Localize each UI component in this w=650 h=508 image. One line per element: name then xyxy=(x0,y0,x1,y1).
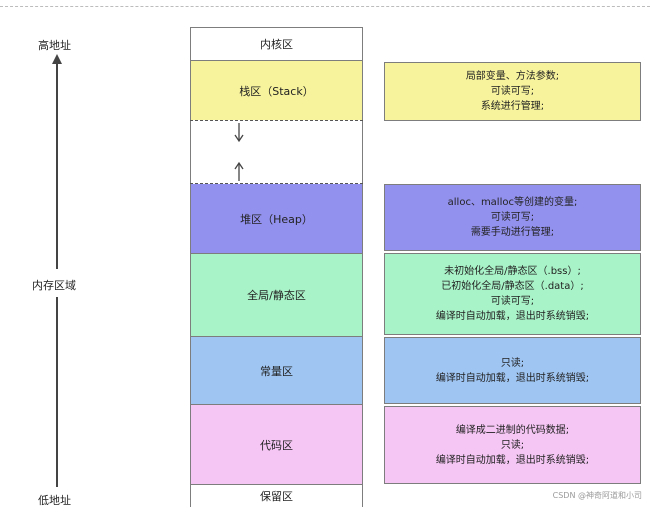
desc-line: 未初始化全局/静态区（.bss）; xyxy=(444,266,581,277)
segment-kernel: 内核区 xyxy=(190,27,363,60)
desc-line: 系统进行管理; xyxy=(480,101,545,112)
segment-stack: 栈区（Stack） xyxy=(190,60,363,120)
axis-label-low: 低地址 xyxy=(38,494,71,507)
heap-top-dashed-line xyxy=(190,183,363,184)
desc-line: 可读可写; xyxy=(490,86,535,97)
segment-constant: 常量区 xyxy=(190,336,363,404)
desc-constant: 只读; 编译时自动加载，退出时系统销毁; xyxy=(384,337,641,404)
desc-global: 未初始化全局/静态区（.bss）; 已初始化全局/静态区（.data）; 可读可写;… xyxy=(384,253,641,335)
segment-kernel-label: 内核区 xyxy=(260,38,293,51)
segment-reserved-label: 保留区 xyxy=(260,490,293,503)
desc-line: 编译时自动加载，退出时系统销毁; xyxy=(435,454,590,466)
segment-heap-label: 堆区（Heap） xyxy=(240,212,313,226)
axis-arrow-up-icon xyxy=(52,54,62,64)
axis-line-lower xyxy=(56,297,58,487)
segment-code-label: 代码区 xyxy=(260,438,293,452)
desc-line: 可读可写; xyxy=(490,296,535,307)
arrow-up-icon xyxy=(234,161,244,181)
axis-label-middle: 内存区域 xyxy=(32,279,76,292)
segment-code: 代码区 xyxy=(190,404,363,484)
axis-label-high: 高地址 xyxy=(38,39,71,52)
desc-line: alloc、malloc等创建的变量; xyxy=(447,197,578,208)
desc-line: 只读; xyxy=(500,439,525,451)
desc-line: 编译成二进制的代码数据; xyxy=(455,424,570,436)
segment-global: 全局/静态区 xyxy=(190,253,363,336)
desc-stack: 局部变量、方法参数; 可读可写; 系统进行管理; xyxy=(384,62,641,121)
segment-global-label: 全局/静态区 xyxy=(247,289,306,302)
axis-line-upper xyxy=(56,62,58,269)
segment-constant-label: 常量区 xyxy=(260,364,293,378)
segment-free-space xyxy=(190,121,363,183)
desc-heap: alloc、malloc等创建的变量; 可读可写; 需要手动进行管理; xyxy=(384,184,641,251)
arrow-down-icon xyxy=(234,123,244,143)
segment-reserved: 保留区 xyxy=(190,484,363,507)
segment-stack-label: 栈区（Stack） xyxy=(239,84,314,98)
segment-heap: 堆区（Heap） xyxy=(190,184,363,253)
desc-line: 编译时自动加载，退出时系统销毁; xyxy=(435,311,590,322)
desc-line: 编译时自动加载，退出时系统销毁; xyxy=(435,372,590,384)
stack-bottom-dashed-line xyxy=(190,120,363,121)
top-dashed-divider xyxy=(0,6,650,7)
desc-line: 局部变量、方法参数; xyxy=(465,71,560,82)
desc-line: 需要手动进行管理; xyxy=(470,227,555,238)
watermark: CSDN @神奇阿道和小司 xyxy=(552,491,642,500)
desc-line: 已初始化全局/静态区（.data）; xyxy=(441,281,584,292)
desc-code: 编译成二进制的代码数据; 只读; 编译时自动加载，退出时系统销毁; xyxy=(384,406,641,484)
desc-line: 只读; xyxy=(500,357,525,369)
desc-line: 可读可写; xyxy=(490,212,535,223)
